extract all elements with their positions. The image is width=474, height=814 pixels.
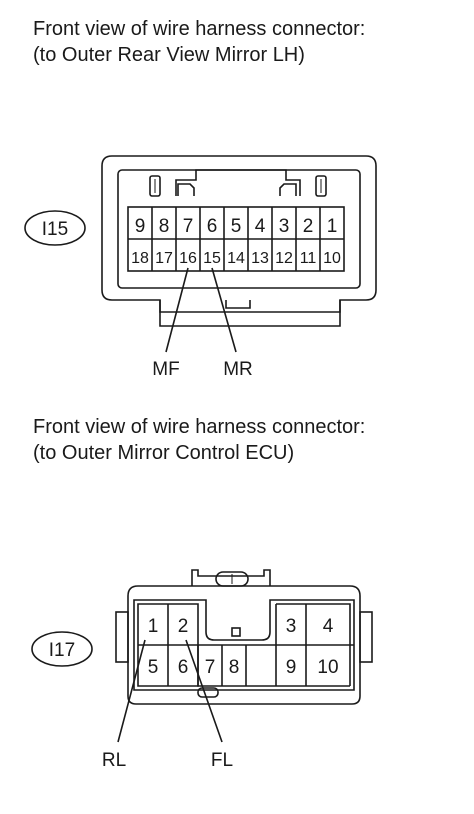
i15-pin: 4 xyxy=(255,216,266,237)
i15-housing xyxy=(101,155,377,327)
i15-pin: 2 xyxy=(303,216,314,237)
i15-bottom-notch xyxy=(225,300,251,309)
i15-pin: 1 xyxy=(327,216,338,237)
i15-pin: 16 xyxy=(179,250,197,267)
i17-pin: 2 xyxy=(178,616,189,637)
i15-pin: 15 xyxy=(203,250,221,267)
i15-lock-left xyxy=(177,183,195,196)
i17-leader-fl xyxy=(185,639,223,743)
i17-side-tab-left xyxy=(115,611,129,663)
i17-pin: 10 xyxy=(317,657,338,678)
i15-leader-mf xyxy=(165,267,189,353)
i17-signal-rl: RL xyxy=(102,750,126,771)
i15-pin: 8 xyxy=(159,216,170,237)
i15-top-latch xyxy=(175,169,301,196)
i15-pin: 13 xyxy=(251,250,269,267)
connector-1-caption-line1: Front view of wire harness connector: xyxy=(33,18,366,40)
i15-leader-mr xyxy=(211,267,237,353)
i17-pin: 7 xyxy=(205,657,216,678)
i17-latch-button xyxy=(215,571,249,587)
i15-lock-right xyxy=(279,183,297,196)
i17-housing xyxy=(127,585,361,705)
connector-2-caption-line1: Front view of wire harness connector: xyxy=(33,416,366,438)
connector-2-caption-line2: (to Outer Mirror Control ECU) xyxy=(33,442,295,464)
i15-key-left xyxy=(149,175,161,197)
i17-top-latch xyxy=(191,569,271,586)
i17-side-tab-right xyxy=(359,611,373,663)
i15-id-badge xyxy=(24,210,86,246)
i15-pin: 5 xyxy=(231,216,242,237)
connector-i17: 1 2 3 4 5 6 7 8 9 10 RL FL I17 xyxy=(31,569,373,771)
i15-pin: 9 xyxy=(135,216,146,237)
i17-signal-fl: FL xyxy=(211,750,233,771)
i15-pin: 14 xyxy=(227,250,245,267)
i15-id-label: I15 xyxy=(42,219,68,240)
i15-pin: 6 xyxy=(207,216,218,237)
i17-pin: 8 xyxy=(229,657,240,678)
i15-pin: 18 xyxy=(131,250,149,267)
connector-i15: 9 8 7 6 5 4 3 2 1 18 17 16 15 14 13 12 1… xyxy=(24,155,377,380)
i17-bottom-slot xyxy=(197,687,219,698)
i15-key-right xyxy=(315,175,327,197)
i17-leader-rl xyxy=(117,639,146,743)
i17-id-label: I17 xyxy=(49,640,75,661)
i17-inner-body xyxy=(133,599,355,691)
i15-bottom-tab xyxy=(159,300,341,313)
i17-index-mark xyxy=(231,627,241,637)
i17-pin: 4 xyxy=(323,616,334,637)
connector-1-caption: Front view of wire harness connector: (t… xyxy=(33,16,365,68)
i17-pin-grid xyxy=(137,603,354,687)
i17-id-badge xyxy=(31,631,93,667)
i17-pin: 3 xyxy=(286,616,297,637)
connector-1-caption-line2: (to Outer Rear View Mirror LH) xyxy=(33,44,305,66)
i15-pin: 17 xyxy=(155,250,173,267)
i15-pin: 3 xyxy=(279,216,290,237)
connector-2-caption: Front view of wire harness connector: (t… xyxy=(33,414,365,466)
i15-grid-dividers xyxy=(151,207,321,271)
i15-signal-mf: MF xyxy=(152,359,179,380)
i15-pin: 11 xyxy=(300,250,317,267)
i15-signal-mr: MR xyxy=(223,359,253,380)
i15-pin: 10 xyxy=(323,250,341,267)
i15-pin: 7 xyxy=(183,216,194,237)
i17-pin: 1 xyxy=(148,616,159,637)
i15-pin: 12 xyxy=(275,250,293,267)
i17-pin: 6 xyxy=(178,657,189,678)
i17-pin: 5 xyxy=(148,657,159,678)
i17-pin: 9 xyxy=(286,657,297,678)
